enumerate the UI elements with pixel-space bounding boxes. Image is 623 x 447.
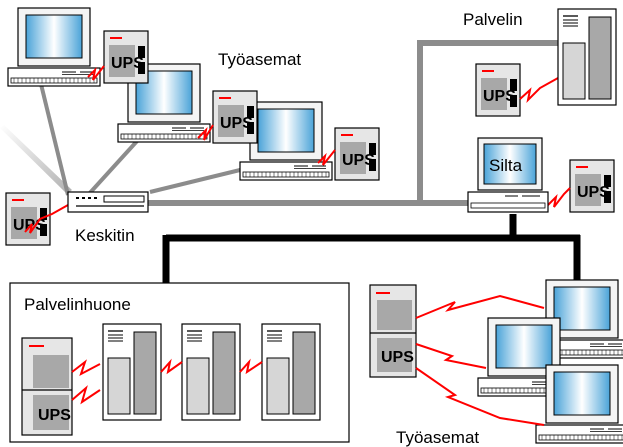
bridge-label: Silta bbox=[489, 156, 523, 175]
ups-icon bbox=[369, 284, 417, 378]
server-icon bbox=[557, 8, 617, 106]
server-label: Palvelin bbox=[463, 10, 523, 29]
server-room: Palvelinhuone UPS bbox=[9, 282, 350, 443]
ups-unit-1: UPS bbox=[103, 30, 149, 84]
ups-label: UPS bbox=[577, 184, 610, 201]
bridge: Silta bbox=[467, 137, 549, 213]
server-room-power-cables bbox=[71, 358, 263, 405]
bottom-workstations: UPS Työasemat bbox=[369, 279, 623, 447]
workstation-icon bbox=[7, 7, 101, 87]
hub-label: Keskitin bbox=[75, 226, 135, 245]
bridge-icon bbox=[467, 137, 549, 213]
server-icon bbox=[181, 323, 241, 421]
server-room-ups: UPS bbox=[21, 337, 73, 436]
network-cables bbox=[0, 40, 558, 206]
bottom-power-cables bbox=[415, 294, 545, 426]
workstation-icon bbox=[535, 364, 623, 444]
power-cables bbox=[24, 65, 571, 234]
ups-unit-2: UPS bbox=[212, 90, 258, 144]
ups-unit-hub: UPS bbox=[5, 192, 51, 246]
workstations-top-label: Työasemat bbox=[218, 50, 301, 69]
fading-cable bbox=[0, 125, 72, 194]
ups-unit-3: UPS bbox=[334, 127, 380, 181]
hub: Keskitin bbox=[67, 191, 149, 245]
server-icon bbox=[261, 323, 321, 421]
ups-label: UPS bbox=[220, 115, 253, 132]
ups-label: UPS bbox=[38, 407, 71, 424]
ups-icon bbox=[21, 337, 73, 436]
server: Palvelin bbox=[463, 8, 617, 106]
workstations-bottom-label: Työasemat bbox=[396, 428, 479, 447]
ups-label: UPS bbox=[483, 88, 516, 105]
ups-label: UPS bbox=[342, 152, 375, 169]
server-icon bbox=[102, 323, 162, 421]
ups-label: UPS bbox=[111, 55, 144, 72]
bottom-ups: UPS bbox=[369, 284, 417, 378]
workstation-1 bbox=[7, 7, 101, 87]
backbone-cable bbox=[162, 214, 581, 283]
ups-unit-server: UPS bbox=[475, 63, 521, 117]
server-room-label: Palvelinhuone bbox=[24, 295, 131, 314]
hub-icon bbox=[67, 191, 149, 213]
ups-label: UPS bbox=[381, 349, 414, 366]
ups-unit-bridge: UPS bbox=[569, 159, 615, 213]
